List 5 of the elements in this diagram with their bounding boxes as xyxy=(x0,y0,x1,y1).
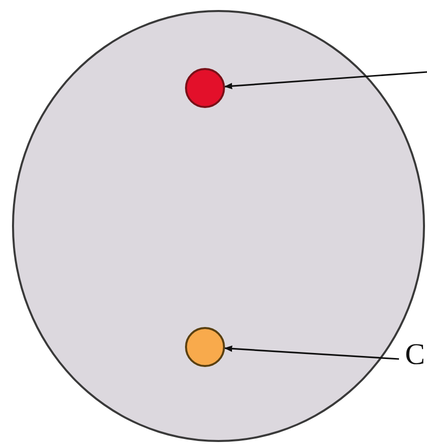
dot xyxy=(185,327,225,367)
arrow xyxy=(224,71,427,90)
arrow xyxy=(224,345,400,360)
dot xyxy=(185,68,225,108)
text-label: C xyxy=(405,340,426,370)
